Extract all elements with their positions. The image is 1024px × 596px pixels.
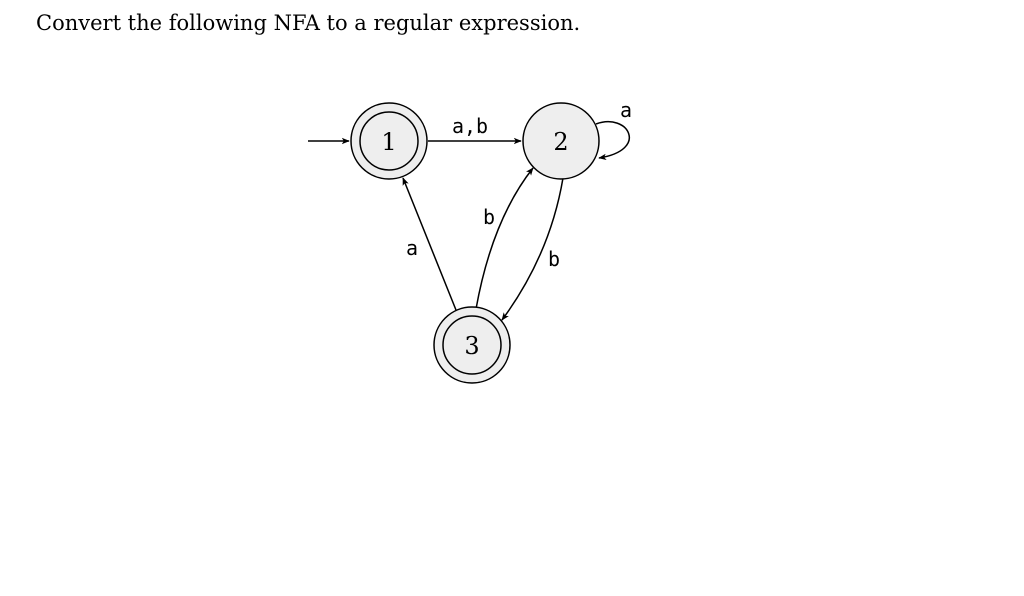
edge-label-2-to-3: b	[548, 247, 560, 271]
state-1-label: 1	[381, 128, 396, 156]
state-2-label: 2	[553, 128, 568, 156]
edge-3-to-1	[402, 177, 457, 311]
edge-label-3-to-1: a	[406, 236, 418, 260]
state-3-label: 3	[464, 332, 479, 360]
edge-2-self-loop	[595, 121, 631, 161]
edge-3-to-2	[475, 167, 534, 310]
question-text: Convert the following NFA to a regular e…	[36, 11, 581, 35]
edge-label-2-self-loop: a	[620, 98, 632, 122]
state-3: 3	[433, 306, 511, 384]
edge-label-3-to-2: b	[483, 205, 495, 229]
state-1: 1	[350, 102, 428, 180]
edge-2-to-3	[501, 177, 564, 321]
edge-label-1-to-2: a,b	[452, 114, 488, 138]
state-2: 2	[522, 102, 600, 180]
